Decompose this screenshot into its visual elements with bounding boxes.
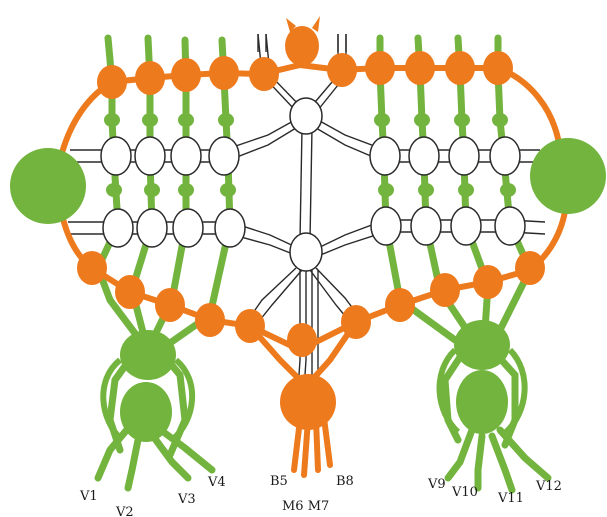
label-b8: B8	[336, 474, 354, 489]
orange-beads	[77, 51, 545, 357]
label-v4: V4	[207, 475, 226, 490]
center-orange-tassel-bead	[280, 374, 336, 430]
top-orange-bead-with-tips	[285, 16, 320, 66]
label-v1: V1	[79, 489, 98, 504]
right-green-tassel-knot	[454, 320, 510, 434]
label-v12: V12	[535, 479, 562, 494]
label-b5: B5	[270, 474, 288, 489]
left-green-tassel-knot	[120, 330, 176, 442]
right-large-green-bead	[530, 138, 606, 214]
small-green-beads	[104, 113, 516, 197]
white-beads	[100, 97, 526, 272]
label-v2: V2	[115, 505, 134, 517]
label-v10: V10	[451, 485, 478, 500]
right-tassel-loops	[436, 347, 528, 435]
label-v9: V9	[427, 477, 446, 492]
white-thread-tips	[257, 34, 347, 52]
label-v11: V11	[497, 491, 524, 506]
label-v3: V3	[177, 492, 196, 507]
left-tassel-loops	[100, 357, 196, 443]
left-large-green-bead	[10, 148, 86, 224]
label-m6-m7: M6 M7	[282, 499, 329, 514]
strand-labels: V1 V2 V3 V4 B5 B8 M6 M7 V9 V10 V11 V12	[79, 474, 562, 517]
